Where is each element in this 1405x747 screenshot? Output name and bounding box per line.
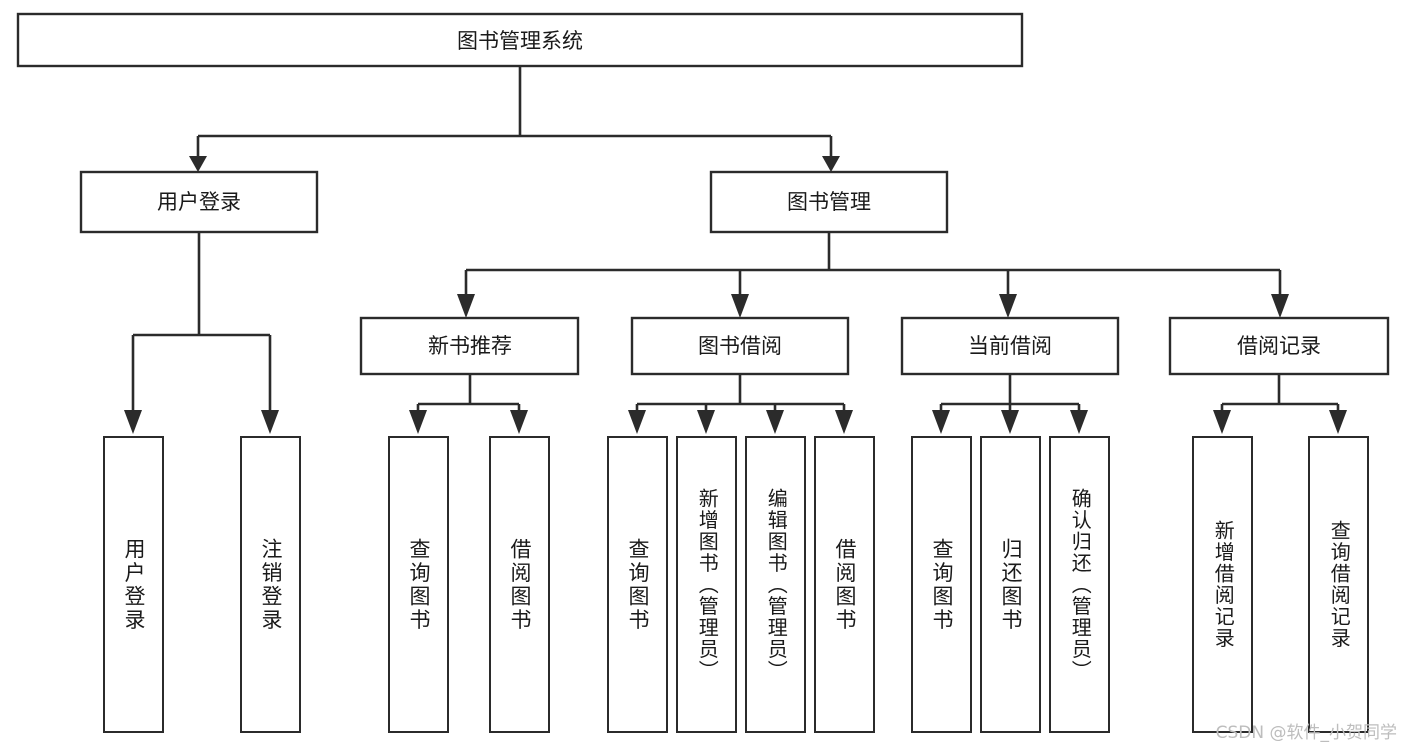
csdn-watermark: CSDN @软件_小贺同学 <box>1215 723 1397 743</box>
leaf-label: 借阅图书 <box>507 537 532 632</box>
leaf-borrow-record-query[interactable]: 查询借阅记录 <box>1308 436 1369 733</box>
arrow-user-login-leaf2 <box>261 410 279 434</box>
arrow-bm-to-book-borrow <box>731 294 749 318</box>
node-book-borrow[interactable]: 图书借阅 <box>630 316 850 376</box>
node-user-login[interactable]: 用户登录 <box>79 170 319 234</box>
arrow-root-to-user-login <box>189 156 207 172</box>
leaf-label: 借阅图书 <box>832 537 857 632</box>
arrow-bm-to-borrow-record <box>1271 294 1289 318</box>
arrow-br-leaf1 <box>1213 410 1231 434</box>
arrow-cb-leaf2 <box>1001 410 1019 434</box>
leaf-label: 归还图书 <box>998 537 1023 632</box>
arrow-root-to-book-manage <box>822 156 840 172</box>
leaf-label: 新增图书（管理员） <box>695 487 720 682</box>
book-borrow-label: 图书借阅 <box>698 334 782 358</box>
leaf-label: 注销登录 <box>258 537 283 632</box>
node-root[interactable]: 图书管理系统 <box>16 12 1024 68</box>
leaf-borrow-record-add[interactable]: 新增借阅记录 <box>1192 436 1253 733</box>
leaf-book-borrow-add[interactable]: 新增图书（管理员） <box>676 436 737 733</box>
arrow-bb-leaf3 <box>766 410 784 434</box>
leaf-label: 新增借阅记录 <box>1211 520 1236 649</box>
root-label: 图书管理系统 <box>457 29 583 53</box>
book-borrow-box[interactable] <box>630 316 850 376</box>
user-login-label: 用户登录 <box>157 190 241 214</box>
node-book-manage[interactable]: 图书管理 <box>709 170 949 234</box>
node-borrow-record[interactable]: 借阅记录 <box>1168 316 1390 376</box>
arrow-bb-leaf2 <box>697 410 715 434</box>
node-new-book-recommend[interactable]: 新书推荐 <box>359 316 580 376</box>
leaf-current-borrow-confirm[interactable]: 确认归还（管理员） <box>1049 436 1110 733</box>
leaf-book-borrow-borrow[interactable]: 借阅图书 <box>814 436 875 733</box>
leaf-label: 查询图书 <box>625 537 650 632</box>
node-current-borrow[interactable]: 当前借阅 <box>900 316 1120 376</box>
leaf-new-book-borrow[interactable]: 借阅图书 <box>489 436 550 733</box>
arrow-bb-leaf1 <box>628 410 646 434</box>
current-borrow-label: 当前借阅 <box>968 334 1052 358</box>
arrow-bm-to-new-book <box>457 294 475 318</box>
borrow-record-label: 借阅记录 <box>1237 334 1321 358</box>
leaf-label: 查询图书 <box>406 537 431 632</box>
arrow-nbr-leaf2 <box>510 410 528 434</box>
new-book-recommend-label: 新书推荐 <box>428 334 512 358</box>
leaf-new-book-query[interactable]: 查询图书 <box>388 436 449 733</box>
arrow-bb-leaf4 <box>835 410 853 434</box>
new-book-recommend-box[interactable] <box>359 316 580 376</box>
arrow-user-login-leaf1 <box>124 410 142 434</box>
leaf-label: 确认归还（管理员） <box>1068 487 1093 682</box>
leaf-label: 用户登录 <box>121 537 146 632</box>
arrow-cb-leaf3 <box>1070 410 1088 434</box>
leaf-book-borrow-query[interactable]: 查询图书 <box>607 436 668 733</box>
leaf-label: 编辑图书（管理员） <box>764 487 789 682</box>
leaf-current-borrow-query[interactable]: 查询图书 <box>911 436 972 733</box>
arrow-nbr-leaf1 <box>409 410 427 434</box>
leaf-user-login-logout[interactable]: 注销登录 <box>240 436 301 733</box>
arrow-bm-to-current-borrow <box>999 294 1017 318</box>
book-manage-label: 图书管理 <box>787 190 871 214</box>
leaf-book-borrow-edit[interactable]: 编辑图书（管理员） <box>745 436 806 733</box>
leaf-current-borrow-return[interactable]: 归还图书 <box>980 436 1041 733</box>
root-box[interactable] <box>16 12 1024 68</box>
leaf-label: 查询图书 <box>929 537 954 632</box>
current-borrow-box[interactable] <box>900 316 1120 376</box>
leaf-label: 查询借阅记录 <box>1327 520 1352 649</box>
leaf-user-login-login[interactable]: 用户登录 <box>103 436 164 733</box>
arrow-cb-leaf1 <box>932 410 950 434</box>
arrow-br-leaf2 <box>1329 410 1347 434</box>
